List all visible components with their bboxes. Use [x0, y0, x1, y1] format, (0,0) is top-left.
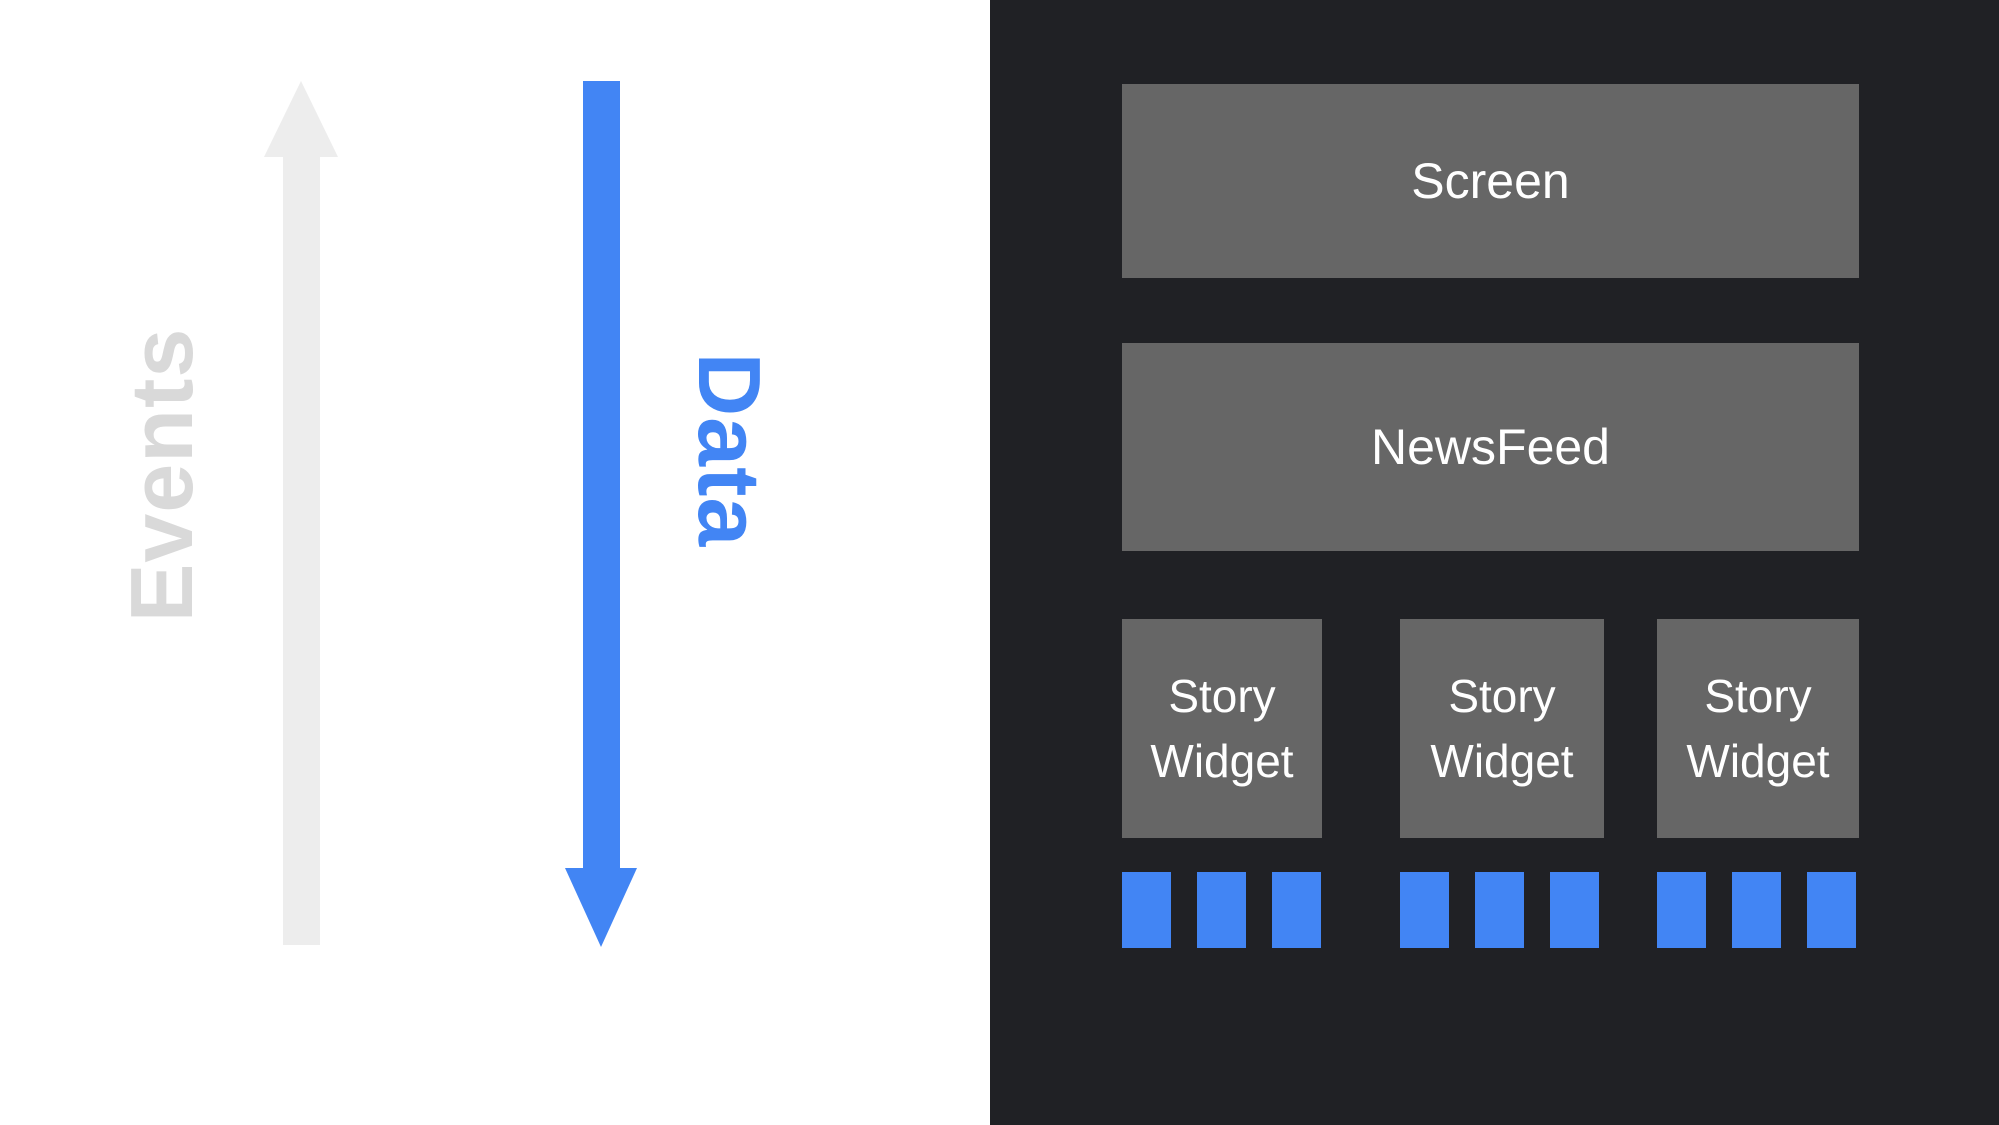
story-widget-label: Story Widget: [1686, 670, 1830, 787]
data-square: [1550, 872, 1599, 948]
data-square: [1732, 872, 1781, 948]
data-square: [1807, 872, 1856, 948]
story-widget-label: Story Widget: [1430, 670, 1574, 787]
data-label: Data: [680, 352, 779, 548]
data-square: [1657, 872, 1706, 948]
widget-tree-panel: Screen NewsFeed Story Widget Story Widge…: [990, 0, 1999, 1125]
arrow-up-head-icon: [264, 81, 338, 157]
data-square: [1122, 872, 1171, 948]
data-square: [1197, 872, 1246, 948]
story-widget-box: Story Widget: [1400, 619, 1604, 838]
arrow-up-shaft: [283, 155, 320, 945]
data-square: [1475, 872, 1524, 948]
data-square: [1400, 872, 1449, 948]
arrow-down-head-icon: [565, 868, 637, 947]
data-square: [1272, 872, 1321, 948]
story-widget-label: Story Widget: [1150, 670, 1294, 787]
events-label: Events: [112, 327, 211, 623]
screen-box: Screen: [1122, 84, 1859, 278]
newsfeed-box-label: NewsFeed: [1371, 419, 1610, 475]
story-widget-box: Story Widget: [1657, 619, 1859, 838]
newsfeed-box: NewsFeed: [1122, 343, 1859, 551]
arrow-down-shaft: [583, 81, 620, 868]
screen-box-label: Screen: [1411, 153, 1570, 209]
events-data-flow-panel: Events Data: [0, 0, 990, 1125]
story-widget-box: Story Widget: [1122, 619, 1322, 838]
